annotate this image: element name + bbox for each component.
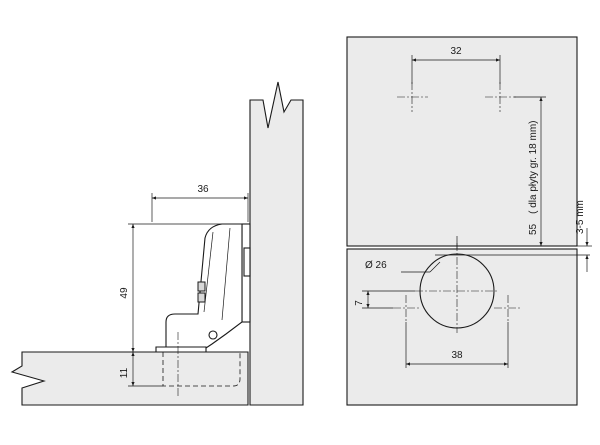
adjust-screw-2 bbox=[197, 292, 206, 303]
dim-d26-leader-tip bbox=[429, 261, 441, 273]
cup-hole-outline bbox=[162, 352, 241, 387]
mounting-hole-right bbox=[485, 82, 516, 112]
front-view: 32 55( dla płyty gr. 18 mm) 3-5 mm Ø 26 bbox=[346, 36, 592, 406]
dim-11-label: 11 bbox=[119, 367, 130, 378]
cabinet-side-panel bbox=[249, 81, 304, 406]
door-panel bbox=[10, 351, 249, 406]
dim-49-label: 49 bbox=[119, 287, 130, 299]
adjust-screw-1 bbox=[197, 281, 206, 292]
mounting-plate-clip bbox=[243, 247, 251, 277]
cup-screw-hole-left bbox=[393, 295, 420, 322]
side-view: 36 49 11 bbox=[10, 81, 304, 406]
dim-38-label: 38 bbox=[451, 350, 463, 361]
mounting-hole-left bbox=[397, 82, 428, 112]
dim-3-5-label: 3-5 mm bbox=[575, 200, 586, 234]
door-panel-front bbox=[346, 248, 578, 406]
cup-screw-hole-right bbox=[494, 295, 521, 322]
dim-55-label: 55( dla płyty gr. 18 mm) bbox=[528, 121, 539, 235]
dim-d26-label: Ø 26 bbox=[365, 260, 387, 271]
hinge-arm-inner-edge bbox=[221, 227, 231, 321]
dim-7-label: 7 bbox=[354, 300, 365, 306]
hinge-pivot-pin bbox=[208, 330, 218, 340]
dim-32-label: 32 bbox=[450, 46, 462, 57]
dim-36-label: 36 bbox=[197, 184, 209, 195]
cabinet-panel-front bbox=[346, 36, 578, 247]
hinge-cup-lip bbox=[155, 346, 207, 353]
